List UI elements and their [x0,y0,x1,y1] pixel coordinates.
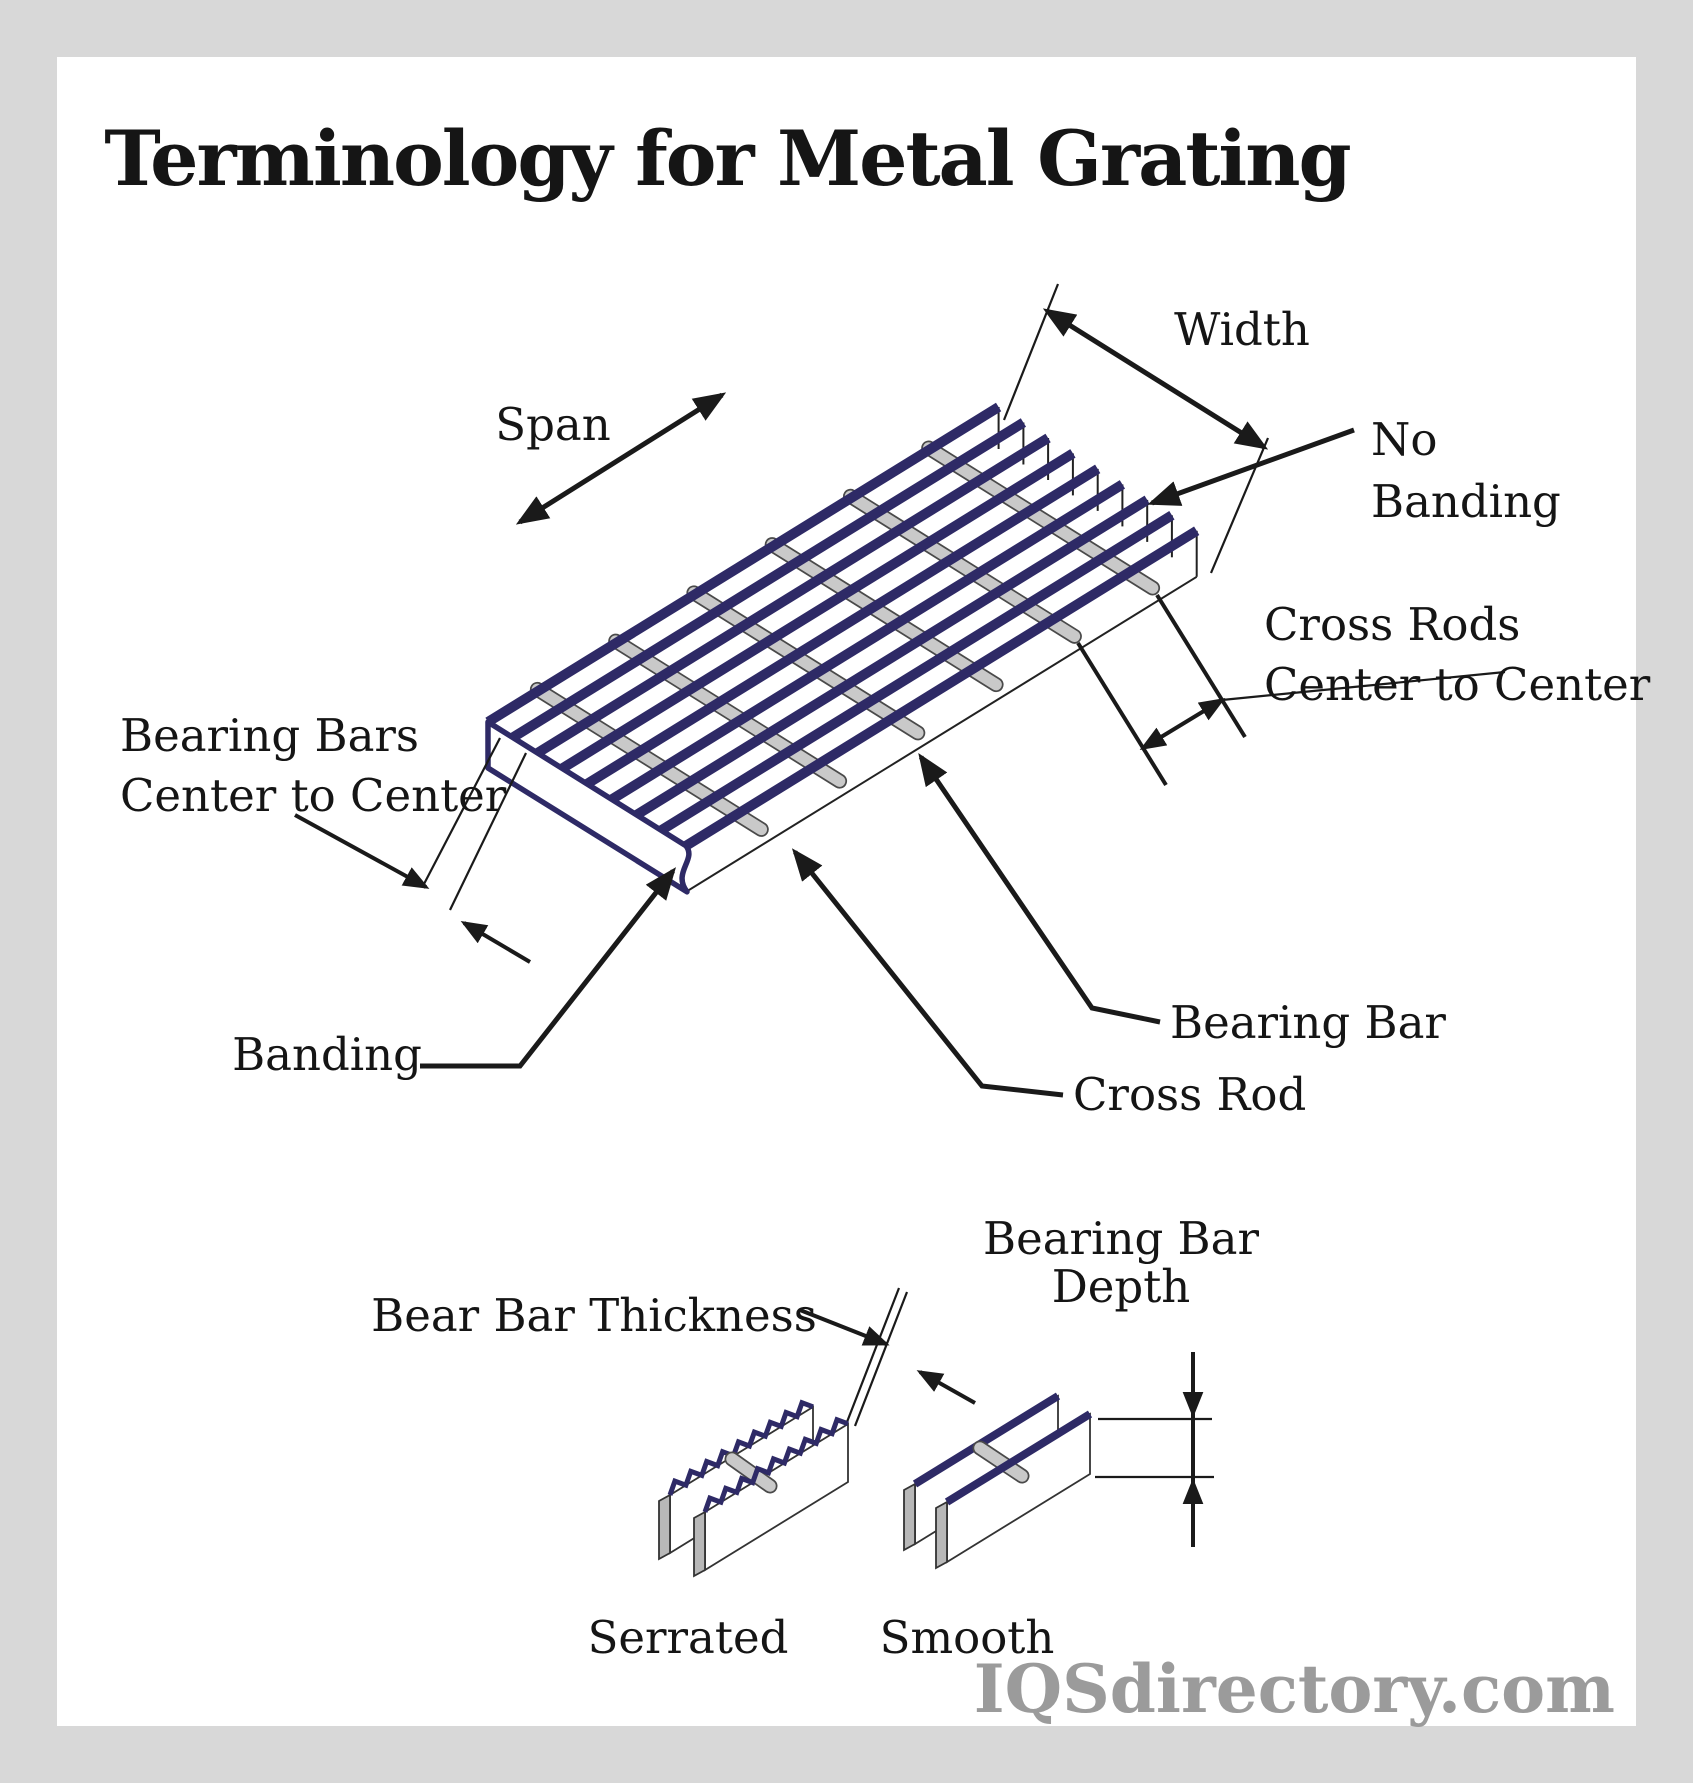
cross-rods-c2c-label-line1: Cross Rods [1264,598,1520,651]
span-arrow [515,392,727,525]
banding-face [485,719,692,895]
no-banding-callout: No Banding [1147,413,1561,528]
bearing-bar-depth-dimension: Bearing Bar Depth [983,1212,1259,1547]
width-dimension: Width [1002,283,1310,574]
smooth-cross-rod [974,1442,1028,1482]
smooth-back-bar-end [903,1482,916,1552]
bearing-bars-extension-line-2 [449,752,527,911]
bearing-bars-dim-arrow [460,921,532,964]
smooth-front-bar-end [935,1500,948,1570]
no-banding-label-line2: Banding [1371,475,1561,528]
serrated-cross-rod [726,1453,776,1492]
thickness-arrow-right [916,1370,976,1405]
bearing-bar-depth-label-line2: Depth [1052,1260,1191,1313]
bearing-bar-depth-label-line1: Bearing Bar [983,1212,1259,1265]
bearing-bars [485,402,1200,851]
cross-rods-c2c-dimension: Cross Rods Center to Center [1076,593,1651,787]
cross-rods-leader [1221,670,1506,702]
bearing-bar-label: Bearing Bar [1170,996,1446,1049]
smooth-back-bar-edge [912,1392,1061,1488]
serrated-label: Serrated [588,1611,789,1664]
no-banding-leader-arrow [1147,427,1355,506]
bear-bar-thickness-dimension: Bear Bar Thickness [371,1287,976,1427]
smooth-label: Smooth [880,1611,1055,1664]
thickness-gauge-line-2 [853,1291,909,1427]
bearing-bars-c2c-dimension: Bearing Bars Center to Center [120,709,532,964]
cross-rods-extension-line-2 [1155,593,1247,739]
cross-rod-leader-arrow [791,848,1064,1098]
cross-rod-callout: Cross Rod [791,848,1306,1121]
serrated-front-bar-end [693,1510,706,1578]
serrated-back-bar-end [658,1493,671,1561]
serrated-bar-illustration: Serrated [588,1399,849,1664]
width-arrow [1042,308,1269,450]
cross-rods-dim-arrow [1139,697,1226,751]
side-face-bottom-edge [685,575,1198,893]
cross-rods-extension-line-1 [1076,641,1168,787]
cross-rods-c2c-label-line2: Center to Center [1264,658,1651,711]
cross-rod-label: Cross Rod [1073,1068,1306,1121]
page-title: Terminology for Metal Grating [104,114,1350,203]
serrated-back-bar-edge [667,1399,814,1496]
watermark-text: IQSdirectory.com [974,1650,1615,1728]
banding-label: Banding [232,1028,422,1081]
grating-side-face [686,530,1197,892]
bearing-bars-extension-line-1 [423,737,501,885]
banding-leader-arrow [420,867,677,1069]
bearing-bars-c2c-label-line1: Bearing Bars [120,709,419,762]
width-label: Width [1174,303,1310,356]
width-extension-line-right [1209,437,1270,574]
serrated-front-bar-edge [702,1416,849,1513]
no-banding-label-line1: No [1371,413,1437,466]
thickness-arrow-left [799,1308,890,1346]
bearing-bar-callout: Bearing Bar [918,752,1446,1049]
span-label: Span [495,398,610,451]
width-extension-line-left [1002,283,1060,421]
smooth-front-bar-edge [944,1410,1093,1506]
thickness-gauge-line-1 [845,1287,901,1423]
bearing-bar-leader-arrow [918,752,1161,1025]
banding-callout: Banding [232,867,677,1081]
bear-bar-thickness-label: Bear Bar Thickness [371,1289,817,1342]
span-dimension: Span [495,392,727,525]
smooth-bar-illustration: Smooth [880,1392,1093,1664]
bearing-bars-leader-arrow [294,813,430,889]
bearing-bars-c2c-label-line2: Center to Center [120,769,507,822]
grating-illustration [485,402,1200,895]
cross-rods [529,440,1161,837]
